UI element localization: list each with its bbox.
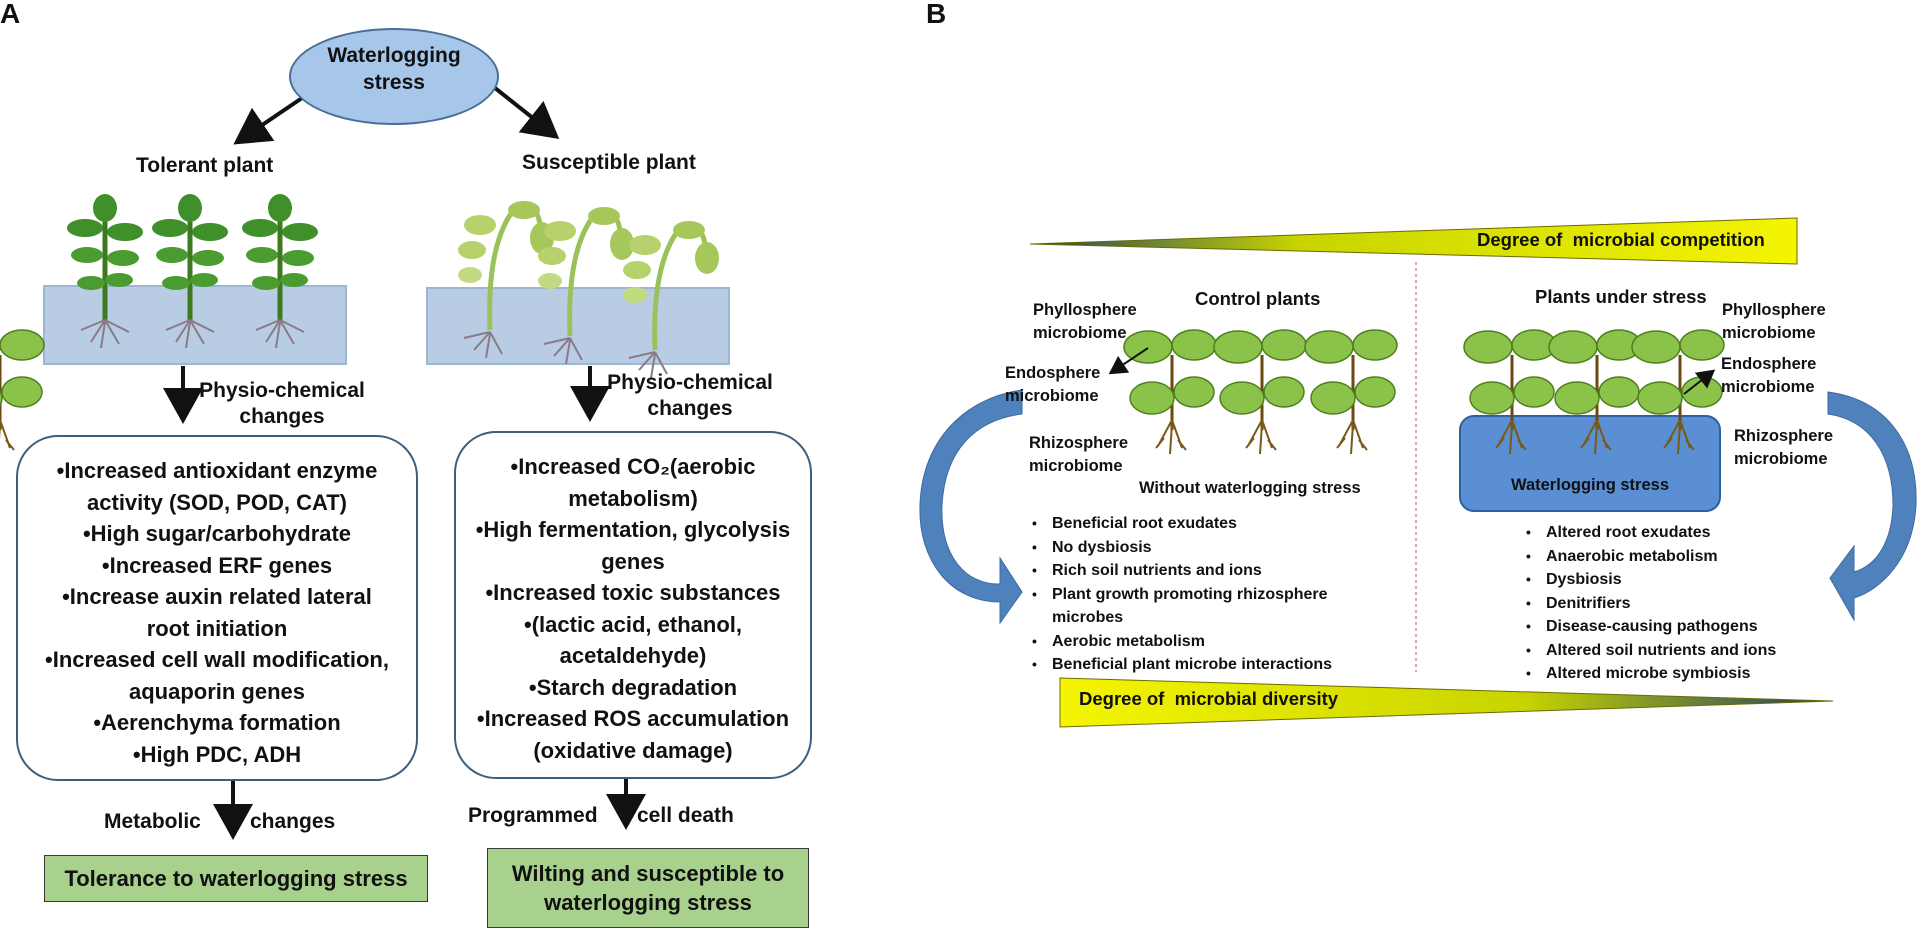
metabolic-label-right: changes [250, 810, 336, 833]
left-curved-arrow [919, 389, 1023, 625]
list-item: Rich soil nutrients and ions [1026, 559, 1406, 583]
panel-b-letter: B [926, 0, 947, 29]
list-item: Denitrifiers [1520, 592, 1820, 616]
tolerant-changes-box: •Increased antioxidant enzyme activity (… [16, 435, 418, 781]
susceptible-change-line: •Starch degradation [528, 674, 738, 700]
susceptible-changes-box: •Increased CO₂(aerobic metabolism) •High… [454, 431, 812, 779]
metabolic-label-left: Metabolic [104, 810, 201, 833]
list-item: No dysbiosis [1026, 536, 1406, 560]
diversity-label: Degree of microbial diversity [1079, 688, 1339, 709]
without-stress-label: Without waterlogging stress [1139, 479, 1361, 497]
susceptible-change-line: •Increased ROS accumulation [476, 706, 790, 731]
waterlogging-stress-box [1459, 415, 1721, 512]
list-item: Altered root exudates [1520, 521, 1820, 545]
tolerant-change-line: •Increased ERF genes [101, 552, 333, 578]
competition-label: Degree of microbial competition [1477, 229, 1765, 250]
susceptible-change-line: •(lactic acid, ethanol, [524, 611, 742, 637]
tolerant-branch-arrow [233, 94, 307, 145]
list-item: Altered soil nutrients and ions [1520, 639, 1820, 663]
death-label-left: Programmed [468, 804, 598, 827]
tolerant-change-line: root initiation [146, 615, 288, 641]
right-curved-arrow [1827, 391, 1917, 622]
susceptible-change-line: •High fermentation, glycolysis [475, 517, 791, 542]
tolerant-plants-illustration [67, 194, 318, 348]
control-seedlings-illustration [0, 328, 1399, 456]
list-item: Plant growth promoting rhizosphere micro… [1026, 583, 1382, 630]
phyllosphere-label-left: Phyllosphere microbiome [1033, 301, 1137, 342]
susceptible-change-line: •Increased CO₂(aerobic [510, 454, 756, 479]
endosphere-pointer-right [1683, 369, 1716, 395]
susceptible-outcome-box: Wilting and susceptible to waterlogging … [487, 848, 809, 928]
tolerant-change-line: •Increased antioxidant enzyme [56, 458, 378, 483]
tolerant-change-line: •Increased cell wall modification, [45, 647, 389, 672]
list-item: Aerobic metabolism [1026, 630, 1406, 654]
tolerant-change-line: •High PDC, ADH [132, 741, 302, 767]
death-label-right: cell death [637, 804, 734, 827]
competition-wedge [1029, 217, 1798, 265]
tolerant-water-tray [43, 285, 347, 365]
list-item: Beneficial plant microbe interactions [1026, 653, 1406, 677]
tolerant-change-line: •Increase auxin related lateral [62, 584, 372, 609]
endosphere-label-right: Endosphere microbiome [1721, 355, 1817, 396]
susceptible-change-line: •Increased toxic substances [485, 580, 781, 605]
phyllosphere-label-right: Phyllosphere microbiome [1722, 301, 1826, 342]
susceptible-branch-arrow [493, 86, 560, 139]
susceptible-plant-title: Susceptible plant [522, 151, 696, 174]
panel-a-letter: A [0, 0, 21, 29]
list-item: Anaerobic metabolism [1520, 545, 1820, 569]
rhizosphere-label-right: Rhizosphere microbiome [1734, 427, 1834, 468]
susceptible-change-line: genes [601, 548, 665, 574]
tolerance-outcome-box: Tolerance to waterlogging stress [44, 855, 428, 902]
susceptible-change-line: acetaldehyde) [559, 643, 707, 668]
tolerant-change-line: •High sugar/carbohydrate [82, 521, 352, 546]
tolerant-change-line: activity (SOD, POD, CAT) [87, 489, 347, 515]
susceptible-change-line: (oxidative damage) [533, 737, 733, 763]
list-item: Altered microbe symbiosis [1520, 662, 1820, 686]
endosphere-pointer-left [1108, 347, 1149, 375]
list-item: Disease-causing pathogens [1520, 615, 1820, 639]
waterlogging-stress-ellipse [289, 28, 499, 125]
endosphere-label-left: Endosphere microbiome [1005, 364, 1101, 405]
stress-effects-list: Altered root exudates Anaerobic metaboli… [1520, 521, 1820, 686]
tolerant-physio-label: Physio-chemical changes [199, 379, 365, 428]
list-item: Beneficial root exudates [1026, 512, 1406, 536]
tolerant-change-line: •Aerenchyma formation [93, 710, 341, 735]
tolerant-change-line: aquaporin genes [128, 678, 306, 704]
control-plants-title: Control plants [1195, 288, 1321, 309]
susceptible-change-line: metabolism) [568, 485, 698, 511]
waterlogging-box-label: Waterlogging stress [1511, 476, 1669, 494]
list-item: Dysbiosis [1520, 568, 1820, 592]
stress-plants-title: Plants under stress [1535, 286, 1707, 307]
rhizosphere-label-left: Rhizosphere microbiome [1029, 434, 1129, 475]
control-effects-list: Beneficial root exudates No dysbiosis Ri… [1026, 512, 1406, 677]
diversity-wedge [1059, 677, 1834, 728]
susceptible-plants-illustration [458, 201, 719, 378]
waterlogging-stress-label: Waterlogging stress [327, 44, 461, 94]
susceptible-physio-label: Physio-chemical changes [607, 371, 773, 420]
tolerant-plant-title: Tolerant plant [136, 154, 274, 177]
